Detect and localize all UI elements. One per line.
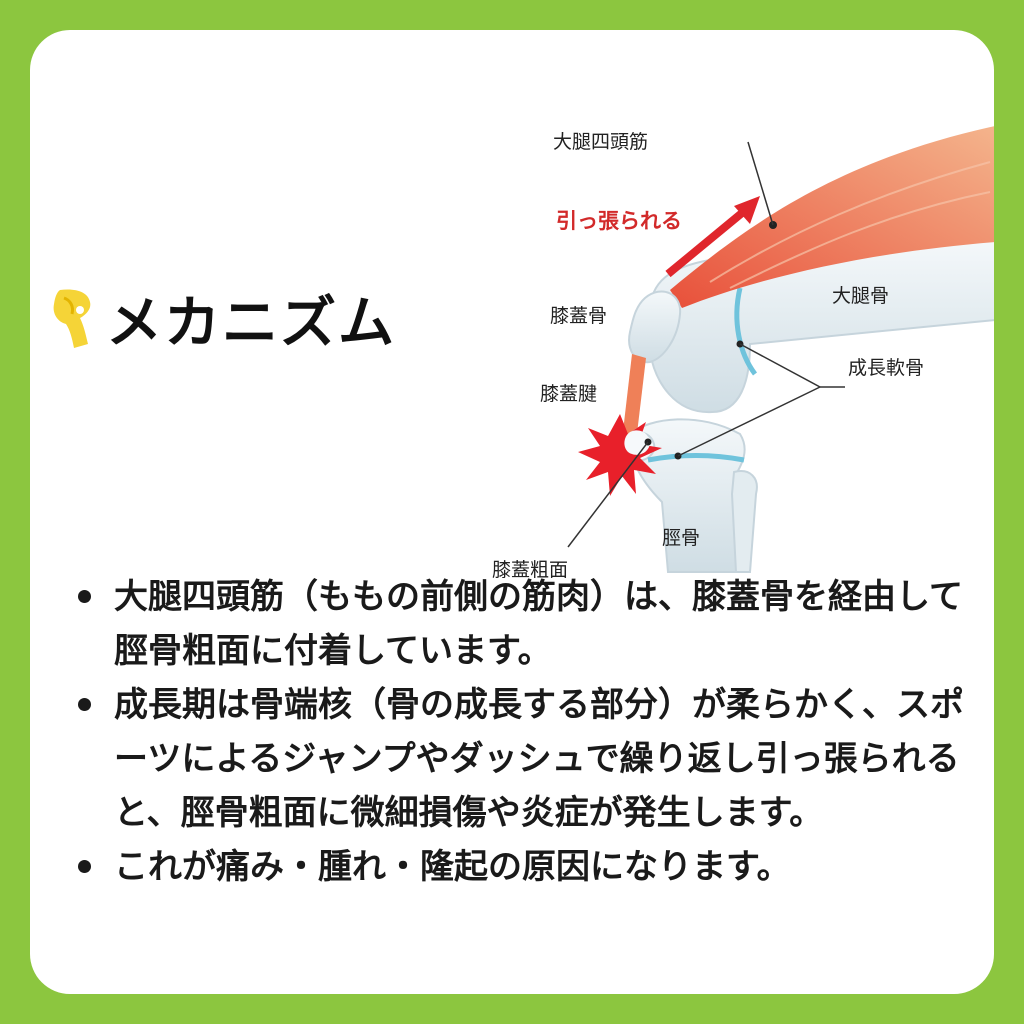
label-tibia: 脛骨 — [662, 527, 700, 549]
label-quadriceps: 大腿四頭筋 — [553, 131, 648, 153]
patellar-tendon — [622, 354, 646, 442]
bullet-item: 大腿四頭筋（ももの前側の筋肉）は、膝蓋骨を経由して脛骨粗面に付着しています。 — [70, 570, 970, 678]
label-growth-cartilage: 成長軟骨 — [848, 357, 924, 379]
label-patellar-tendon: 膝蓋腱 — [540, 383, 597, 405]
label-patella: 膝蓋骨 — [550, 305, 607, 327]
pull-arrow — [665, 204, 751, 278]
section-title: メカニズム — [106, 291, 396, 356]
bullet-item: これが痛み・腫れ・隆起の原因になります。 — [70, 840, 970, 894]
pull-arrow-head-icon — [734, 196, 760, 224]
knee-anatomy-illustration: 大腿四頭筋 引っ張られる 膝蓋骨 大腿骨 成長軟骨 膝蓋腱 脛骨 膝蓋粗面 — [492, 126, 994, 581]
tibia-growth-cartilage — [647, 453, 745, 463]
patella-bone — [628, 290, 682, 364]
fibula-bone — [730, 470, 758, 573]
section-heading: メカニズム — [50, 278, 396, 359]
bullet-item: 成長期は骨端核（骨の成長する部分）が柔らかく、スポーツによるジャンプやダッシュで… — [70, 678, 970, 840]
femur-growth-cartilage — [734, 287, 758, 376]
mechanism-bullet-list: 大腿四頭筋（ももの前側の筋肉）は、膝蓋骨を経由して脛骨粗面に付着しています。 成… — [70, 570, 970, 894]
content-card: メカニズム — [30, 30, 994, 994]
knee-diagram: 大腿四頭筋 引っ張られる 膝蓋骨 大腿骨 成長軟骨 膝蓋腱 脛骨 膝蓋粗面 — [450, 82, 994, 582]
knee-leg-icon — [53, 289, 91, 348]
label-pulled: 引っ張られる — [556, 209, 682, 233]
label-femur: 大腿骨 — [832, 285, 889, 307]
label-tibial-tuberosity: 膝蓋粗面 — [492, 559, 568, 581]
